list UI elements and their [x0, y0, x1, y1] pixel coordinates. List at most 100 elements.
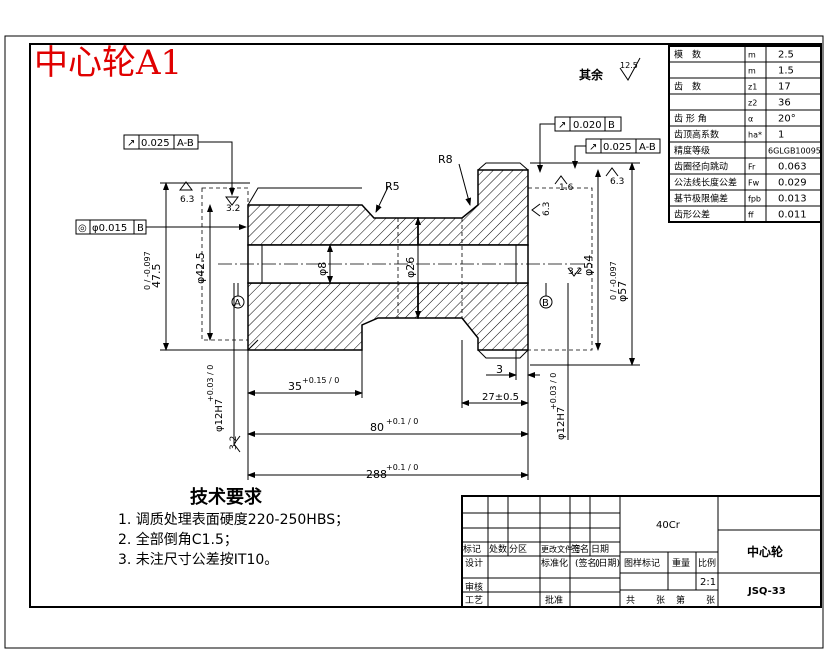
svg-text:签名: 签名	[571, 543, 589, 555]
phantom-right	[527, 187, 593, 351]
outer-border	[4, 35, 824, 649]
svg-text:JSQ-33: JSQ-33	[747, 586, 786, 597]
svg-text:6.3: 6.3	[610, 177, 624, 187]
svg-text:0.025: 0.025	[141, 138, 170, 149]
param-sym: m	[748, 51, 756, 60]
param-sym: α	[748, 115, 753, 124]
dim-288: 288	[366, 468, 387, 481]
svg-text:(签名): (签名)	[575, 557, 600, 569]
dim-475: 47.5	[150, 264, 163, 289]
svg-text:共: 共	[626, 595, 635, 606]
svg-text:φ0.015: φ0.015	[92, 223, 127, 234]
dim-r8: R8	[438, 153, 453, 166]
roughness-marks: 6.3 3.2 1.6 6.3 6.3 3.2 3.2	[179, 167, 624, 453]
param-sym: Fw	[748, 179, 760, 188]
tech-heading: 技术要求	[190, 486, 263, 508]
svg-text:6.3: 6.3	[542, 202, 552, 216]
datum-a: A	[231, 283, 245, 309]
svg-text:(日期): (日期)	[595, 558, 620, 569]
param-name: 齿 数	[674, 81, 701, 93]
tech-item-2: 2. 全部倒角C1.5；	[118, 531, 238, 548]
svg-text:第: 第	[676, 594, 685, 606]
svg-text:处数: 处数	[489, 543, 507, 555]
param-value: 0.013	[778, 194, 807, 205]
svg-text:审核: 审核	[465, 581, 483, 593]
svg-text:↗: ↗	[589, 142, 597, 153]
param-name: 公法线长度公差	[674, 177, 737, 189]
dim-8: φ8	[316, 262, 329, 276]
dim-425: φ42.5	[194, 252, 207, 284]
part-section	[247, 162, 529, 359]
tolerance-frame-4: ◎ φ0.015 B	[75, 219, 247, 235]
tolerance-frame-2: ↗ 0.020 B	[537, 116, 622, 173]
dim-288-tol: +0.1 / 0	[386, 463, 418, 472]
param-value: 0.011	[778, 210, 807, 221]
svg-text:张: 张	[706, 595, 715, 606]
dim-57: φ57	[616, 281, 629, 302]
svg-text:标记: 标记	[463, 543, 481, 555]
dim-12-right-tol: +0.03 / 0	[549, 373, 558, 410]
dim-54: φ54	[582, 255, 595, 276]
svg-text:40Cr: 40Cr	[656, 520, 681, 531]
svg-text:B: B	[542, 298, 549, 309]
param-sym: ha*	[748, 131, 762, 140]
svg-text:6.3: 6.3	[180, 195, 194, 205]
svg-text:分区: 分区	[509, 544, 527, 555]
param-value: 1	[778, 130, 784, 141]
dim-80: 80	[370, 421, 384, 434]
param-sym: z2	[748, 99, 757, 108]
roughness-symbol-icon	[619, 57, 641, 81]
param-sym: ff	[748, 211, 754, 220]
dim-80-tol: +0.1 / 0	[386, 417, 418, 426]
dim-3: 3	[496, 363, 503, 376]
dim-26: φ26	[404, 257, 417, 278]
svg-text:A: A	[234, 298, 241, 309]
dim-lines	[160, 162, 640, 480]
param-value: 0.063	[778, 162, 807, 173]
dim-r5: R5	[385, 180, 400, 193]
svg-text:↗: ↗	[558, 120, 566, 131]
svg-text:↗: ↗	[127, 138, 135, 149]
svg-text:2:1: 2:1	[700, 577, 716, 588]
param-value: 6GLGB10095	[768, 147, 821, 156]
svg-text:0.020: 0.020	[573, 120, 602, 131]
svg-text:批准: 批准	[545, 594, 563, 606]
svg-text:更改文件号: 更改文件号	[541, 544, 581, 554]
param-value: 1.5	[778, 66, 794, 77]
svg-text:比例: 比例	[698, 557, 716, 569]
svg-text:工艺: 工艺	[465, 595, 483, 606]
dim-475-tol: 0 / -0.097	[143, 251, 152, 290]
dim-27: 27±0.5	[482, 392, 519, 403]
svg-text:日期: 日期	[591, 544, 609, 555]
param-name: 精度等级	[674, 145, 710, 157]
param-value: 17	[778, 82, 791, 93]
param-name: 模 数	[674, 49, 701, 61]
param-value: 2.5	[778, 50, 794, 61]
svg-text:设计: 设计	[465, 557, 483, 569]
svg-text:A-B: A-B	[639, 142, 656, 153]
param-name: 基节极限偏差	[674, 193, 728, 205]
dim-12-right: φ12H7	[556, 407, 567, 440]
svg-text:重量: 重量	[672, 557, 690, 569]
tech-item-1: 1. 调质处理表面硬度220-250HBS；	[118, 512, 349, 528]
param-value: 20°	[778, 114, 796, 125]
param-value: 0.029	[778, 178, 807, 189]
dim-12-left-tol: +0.03 / 0	[206, 365, 215, 402]
param-value: 36	[778, 98, 791, 109]
svg-text:0.025: 0.025	[603, 142, 632, 153]
phantom-left	[201, 187, 249, 341]
svg-text:B: B	[608, 120, 615, 131]
svg-text:张: 张	[656, 595, 665, 606]
drawing-title: 中心轮A1	[34, 43, 182, 83]
svg-text:◎: ◎	[78, 223, 87, 234]
dim-12-left: φ12H7	[214, 399, 225, 432]
param-sym: z1	[748, 83, 757, 92]
svg-text:1.6: 1.6	[559, 183, 574, 193]
param-sym: Fr	[748, 163, 756, 172]
param-name: 齿圈径向跳动	[674, 161, 728, 173]
tolerance-frame-1: ↗ 0.025 A-B	[123, 134, 235, 196]
title-block: 40Cr 中心轮 JSQ-33 2:1 标记 处数 分区 更改文件号 签名 日期…	[461, 495, 822, 608]
datum-b: B	[539, 283, 553, 309]
svg-text:中心轮: 中心轮	[747, 544, 784, 559]
